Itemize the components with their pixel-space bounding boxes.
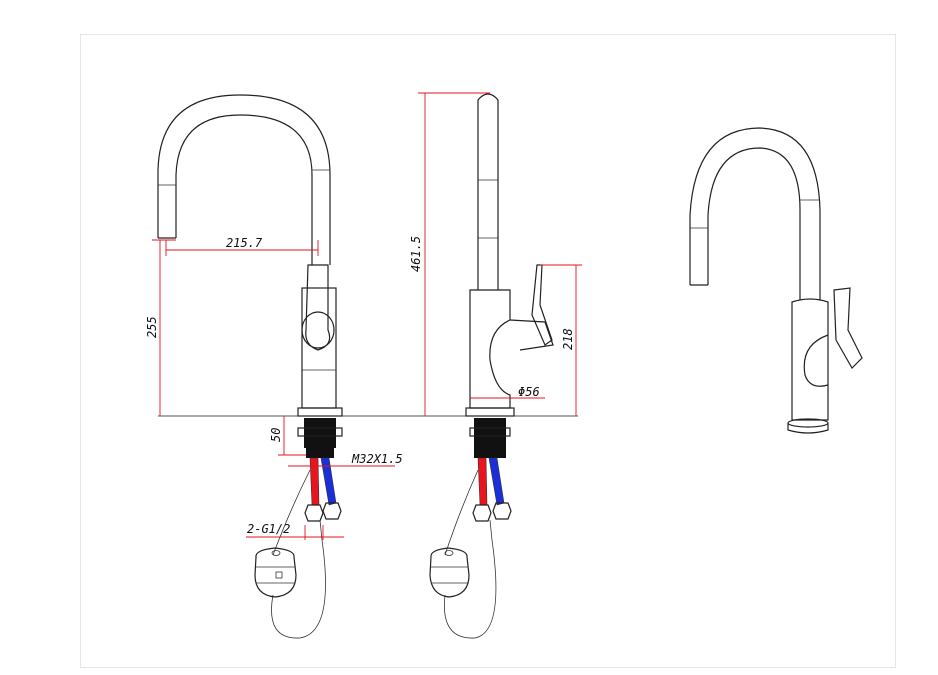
dim-thread: M32X1.5 (351, 452, 403, 466)
hose-weight (254, 547, 297, 598)
hot-hose (309, 457, 320, 506)
dim-spout-reach: 215.7 (226, 236, 263, 250)
side-view (429, 93, 554, 639)
drawing-frame (80, 34, 896, 668)
dim-shank-length: 50 (269, 428, 283, 442)
cold-hose (320, 457, 337, 506)
dim-spout-height: 255 (145, 316, 159, 338)
dim-inlet: 2-G1/2 (247, 522, 290, 536)
dim-total-height: 461.5 (409, 236, 423, 272)
cold-hose (488, 457, 505, 506)
dim-base-diameter: Φ56 (518, 385, 540, 399)
hot-hose (477, 457, 488, 506)
perspective-view (689, 127, 863, 434)
front-view (157, 94, 343, 639)
dim-handle-height: 218 (561, 328, 575, 350)
dimension-lines (152, 92, 582, 540)
hose-weight (429, 547, 470, 598)
